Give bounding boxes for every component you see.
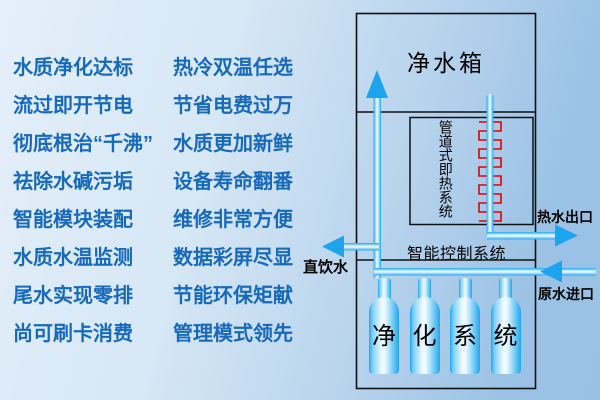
drink-water-label: 直饮水 bbox=[303, 259, 349, 276]
purifier-label-char: 系 bbox=[453, 323, 477, 350]
feature-item: 尚可刷卡消费 bbox=[13, 322, 133, 345]
control-system-label: 智能控制系统 bbox=[407, 246, 507, 263]
raw-water-arrow bbox=[540, 260, 562, 283]
purifier-bottle: 统 bbox=[490, 278, 521, 374]
feature-item: 水质水温监测 bbox=[13, 246, 133, 269]
raw-water-pipe bbox=[374, 268, 596, 276]
feature-item: 彻底根治“千沸” bbox=[13, 132, 153, 155]
feature-item: 节能环保矩献 bbox=[173, 284, 293, 307]
feature-item: 数据彩屏尽显 bbox=[173, 246, 293, 269]
feature-row: 祛除水碱污垢 设备寿命翻番 bbox=[13, 160, 343, 198]
bottle-neck bbox=[377, 278, 391, 302]
feature-row: 水质水温监测 数据彩屏尽显 bbox=[13, 236, 343, 274]
feature-item: 节省电费过万 bbox=[173, 94, 293, 117]
feature-row: 彻底根治“千沸” 水质更加新鲜 bbox=[13, 122, 343, 160]
feature-row: 智能模块装配 维修非常方便 bbox=[13, 198, 343, 236]
feature-item: 维修非常方便 bbox=[173, 208, 293, 231]
hot-water-down-pipe bbox=[486, 94, 494, 238]
feature-item: 水质净化达标 bbox=[13, 56, 133, 79]
tank-label: 净水箱 bbox=[407, 50, 485, 76]
raw-water-inlet-label: 原水进口 bbox=[538, 286, 594, 302]
purifier-bottle: 净 bbox=[369, 278, 399, 374]
hot-water-outlet-label: 热水出口 bbox=[537, 209, 593, 225]
feature-row: 水质净化达标 热冷双温任选 bbox=[13, 46, 343, 84]
feature-item: 尾水实现零排 bbox=[13, 284, 133, 307]
feature-item: 设备寿命翻番 bbox=[173, 170, 293, 193]
heater-box bbox=[409, 116, 534, 226]
heater-label: 管道式即热系统 bbox=[437, 120, 454, 218]
feature-item: 管理模式领先 bbox=[173, 322, 293, 345]
bottle-body bbox=[409, 297, 440, 374]
purifier-bottle: 化 bbox=[409, 278, 440, 374]
feature-item: 智能模块装配 bbox=[13, 208, 133, 231]
feature-item: 热冷双温任选 bbox=[173, 56, 293, 79]
bottle-neck bbox=[458, 278, 472, 302]
feature-item: 流过即开节电 bbox=[13, 94, 133, 117]
purifier-label-char: 净 bbox=[372, 323, 396, 350]
feature-row: 尾水实现零排 节能环保矩献 bbox=[13, 274, 343, 312]
feature-item: 祛除水碱污垢 bbox=[13, 170, 133, 193]
feature-item: 水质更加新鲜 bbox=[173, 132, 293, 155]
feature-row: 流过即开节电 节省电费过万 bbox=[13, 84, 343, 122]
drink-water-pipe bbox=[341, 243, 379, 251]
purifier-label-char: 化 bbox=[412, 323, 437, 350]
feature-list: 水质净化达标 热冷双温任选流过即开节电 节省电费过万彻底根治“千沸” 水质更加新鲜祛除… bbox=[13, 46, 343, 350]
riser-pipe bbox=[373, 92, 381, 278]
bottle-neck bbox=[418, 278, 431, 302]
up-arrow bbox=[366, 70, 388, 98]
bottle-body bbox=[450, 297, 480, 374]
feature-row: 尚可刷卡消费 管理模式领先 bbox=[13, 312, 343, 350]
purifier-label-char: 统 bbox=[493, 323, 518, 350]
hot-water-arrow bbox=[555, 224, 578, 247]
cabinet-outline bbox=[355, 12, 537, 390]
hot-water-out-pipe bbox=[487, 232, 557, 240]
drink-water-arrow bbox=[322, 235, 344, 258]
bottle-body bbox=[369, 297, 399, 374]
bottle-neck bbox=[499, 278, 512, 302]
heating-coil bbox=[478, 121, 502, 222]
bottle-body bbox=[490, 297, 521, 374]
purifier-bottle: 系 bbox=[450, 278, 480, 374]
